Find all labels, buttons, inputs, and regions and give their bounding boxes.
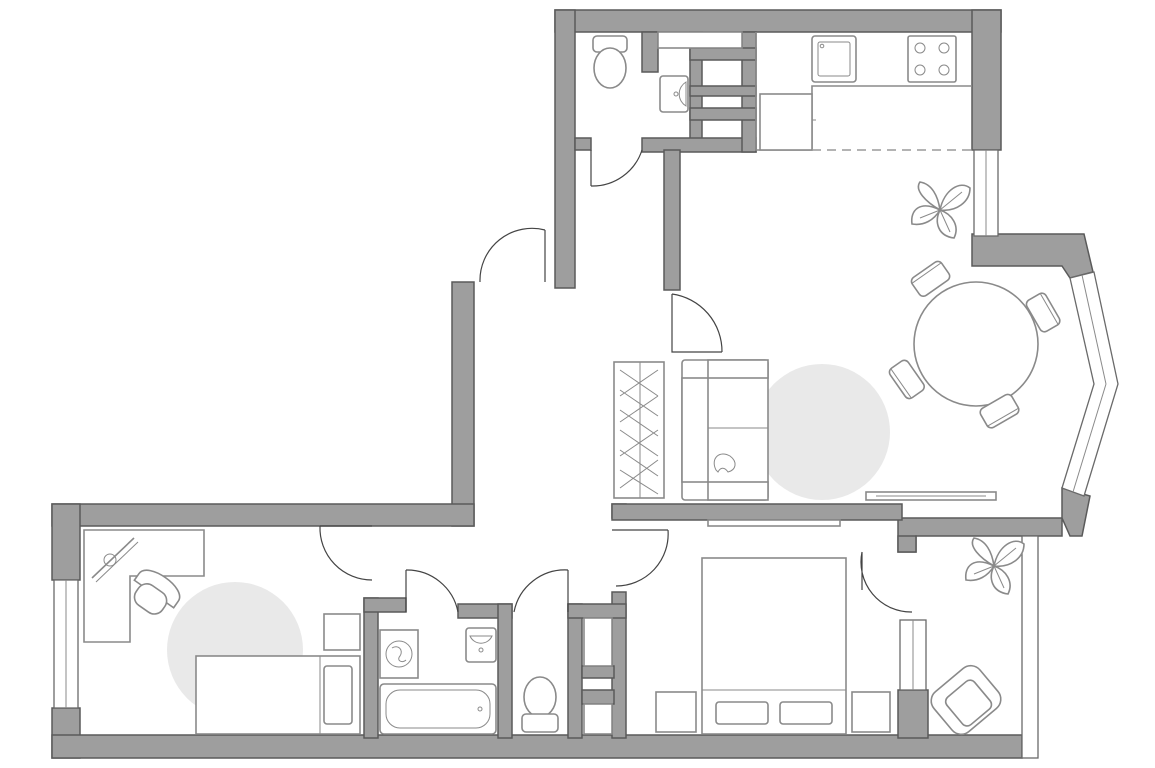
wall-right-top — [971, 9, 1002, 151]
pillow-2 — [779, 701, 833, 725]
loggia — [930, 664, 1002, 736]
plant-kitchen — [911, 181, 971, 239]
dining-set — [888, 260, 1061, 429]
dining-table — [913, 281, 1039, 407]
sofa-cushion-icon — [713, 453, 736, 473]
wc-small — [521, 676, 559, 733]
bathroom — [379, 627, 497, 735]
kitchen-fridge — [759, 93, 813, 151]
wall-corridor-right — [663, 149, 681, 291]
doors — [319, 149, 913, 613]
chair-1 — [910, 260, 951, 297]
window-bay — [1061, 271, 1119, 497]
wall-wardrobe-slot — [581, 665, 615, 679]
kitchen — [755, 32, 972, 151]
tv-bedroom — [707, 519, 841, 527]
shoe-rack — [613, 361, 665, 499]
wall-wardrobe-top — [567, 603, 627, 619]
plant-loggia — [965, 537, 1025, 595]
storage-niche — [657, 31, 743, 49]
wall-partition — [611, 503, 903, 521]
nightstand-left — [323, 613, 361, 651]
wall-bedroom-right — [897, 689, 929, 739]
toilet-bowl-top — [593, 47, 627, 89]
wall-storage-slot2 — [689, 107, 757, 121]
living-rug — [754, 364, 890, 500]
wall-bottom — [51, 734, 1023, 759]
wall-left-bedroom-top — [51, 503, 475, 527]
door-wc-small — [513, 569, 569, 613]
walls — [51, 9, 1094, 759]
wall-corridor-left — [451, 281, 475, 527]
living-area — [613, 359, 997, 501]
wall-top-left — [554, 9, 576, 289]
door-living — [671, 293, 723, 353]
door-entrance — [479, 227, 546, 283]
nightstand-right-1 — [655, 691, 697, 733]
chair-3 — [888, 359, 925, 400]
wc-top — [592, 35, 689, 113]
wardrobe — [583, 617, 613, 735]
sofa — [681, 359, 769, 501]
wall-storage-slot1 — [689, 85, 757, 97]
bedroom-right — [655, 519, 891, 735]
window-loggia — [1021, 535, 1039, 759]
wall-top-outer — [554, 9, 1002, 33]
wall-left-outer-top — [51, 503, 81, 581]
chair-4 — [979, 393, 1020, 429]
desk-chair — [133, 569, 181, 615]
door-bath — [405, 569, 459, 613]
wall-wc-bottom-left — [574, 137, 592, 151]
kitchen-stove — [907, 35, 957, 83]
pillow-1 — [715, 701, 769, 725]
chair-2 — [1025, 292, 1061, 333]
wall-wc-bottom-right — [641, 137, 757, 153]
windows — [53, 31, 1119, 759]
nightstand-right-2 — [851, 691, 891, 733]
door-loggia — [860, 551, 913, 613]
wall-bedroom-right-top — [897, 535, 917, 553]
wall-wc-right — [567, 603, 583, 739]
monitor — [91, 537, 135, 579]
wall-bath-left — [363, 597, 379, 739]
bath-sink — [465, 627, 497, 663]
bathtub — [379, 683, 497, 735]
door-bedroom-right-in — [612, 529, 669, 587]
bedroom-left — [83, 529, 361, 735]
toilet-bowl-small — [523, 676, 557, 718]
toilet-tank-small — [521, 713, 559, 733]
wall-storage-top — [689, 47, 757, 61]
wall-bath-right — [497, 603, 513, 739]
wall-bath-top-left — [363, 597, 407, 613]
door-bedroom-left — [319, 525, 373, 581]
armchair — [930, 664, 1002, 736]
wall-wardrobe-slot2 — [581, 689, 615, 705]
wall-bay-top — [971, 233, 1094, 279]
wall-storage-divider — [641, 31, 659, 73]
door-wc-top — [590, 149, 643, 187]
